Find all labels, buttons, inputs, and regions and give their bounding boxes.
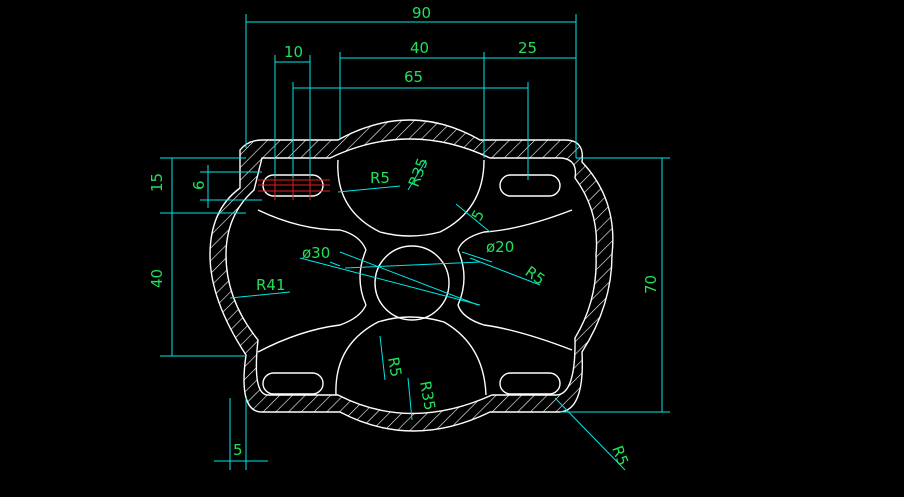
dim-fillet-right: R5: [522, 263, 549, 289]
slot-center-mark: [258, 172, 330, 200]
dim-inner-span: 65: [404, 68, 423, 86]
slot-bottom-left: [262, 372, 324, 395]
inner-web: [257, 159, 573, 396]
dim-slot-height: 15: [148, 173, 166, 192]
dim-slot-small: 6: [190, 180, 208, 190]
slot-bottom-right: [499, 372, 561, 395]
dim-arc-top: R35: [405, 155, 432, 189]
dim-outer-radius: R41: [256, 276, 286, 294]
dim-right-offset: 25: [518, 39, 537, 57]
dim-fillet-corner: R5: [608, 443, 632, 468]
dim-corner-gap: 5: [468, 207, 488, 224]
dimension-labels: 90 10 40 25 65 15 6 40 70 5 R5 R35 5 ø20…: [148, 4, 660, 468]
dimension-lines: [160, 14, 670, 471]
outer-contour: [209, 119, 614, 432]
hatched-wall: [210, 120, 613, 431]
dim-fillet-top: R5: [370, 169, 390, 187]
dim-hole-large: ø30: [302, 244, 330, 262]
dim-right-height: 70: [642, 275, 660, 294]
dim-hole-small: ø20: [486, 238, 514, 256]
dim-center-span: 40: [410, 39, 429, 57]
dim-left-height: 40: [148, 269, 166, 288]
dim-fillet-bottom: R5: [384, 356, 405, 379]
dim-wall: 5: [233, 441, 243, 459]
dim-slot-width: 10: [284, 43, 303, 61]
center-hole: [374, 245, 450, 321]
dim-arc-bottom: R35: [416, 380, 439, 412]
slot-top-right: [499, 174, 561, 197]
dim-overall-width: 90: [412, 4, 431, 22]
inner-contour: [225, 138, 598, 415]
